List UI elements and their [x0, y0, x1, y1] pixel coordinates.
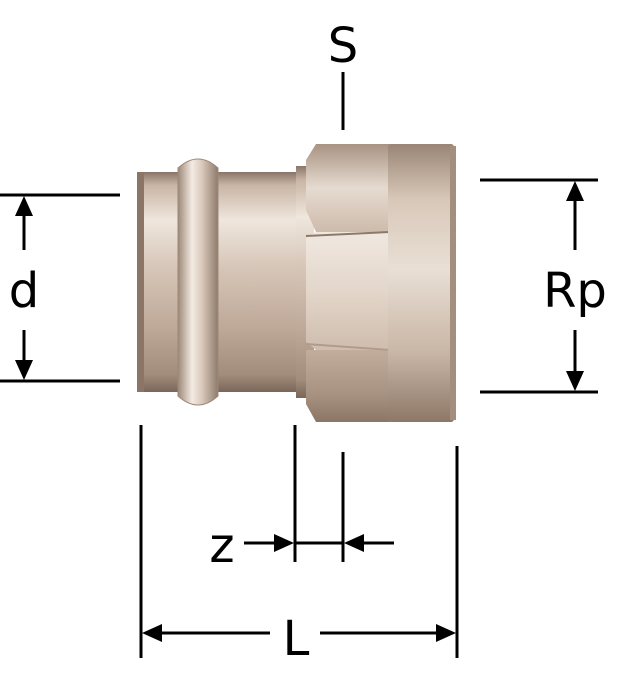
- label-l: L: [283, 611, 310, 667]
- press-fitting: [137, 144, 456, 422]
- socket-end-rim: [137, 172, 144, 392]
- z-arrow-left: [344, 534, 364, 552]
- label-rp: Rp: [543, 263, 607, 319]
- press-socket: [137, 172, 305, 392]
- hex-edge-upper: [305, 231, 391, 237]
- d-arrow-up: [15, 196, 33, 216]
- arrowheads: [15, 181, 584, 642]
- d-arrow-down: [15, 360, 33, 380]
- z-arrow-right: [274, 534, 294, 552]
- hex-nut-middle-face: [306, 232, 390, 350]
- dimension-lines: [0, 72, 598, 658]
- rp-arrow-up: [566, 181, 584, 201]
- hex-nut-top-face: [306, 144, 390, 232]
- label-s: S: [328, 18, 358, 74]
- rp-arrow-down: [566, 371, 584, 391]
- threaded-body: [388, 144, 454, 422]
- label-d: d: [9, 263, 39, 319]
- l-arrow-left: [142, 624, 162, 642]
- threaded-body-end: [450, 146, 456, 420]
- press-bead: [177, 158, 219, 406]
- hex-edge-lower: [305, 343, 391, 351]
- l-arrow-right: [436, 624, 456, 642]
- label-z: z: [209, 518, 234, 574]
- hex-nut-bottom-face: [306, 350, 390, 422]
